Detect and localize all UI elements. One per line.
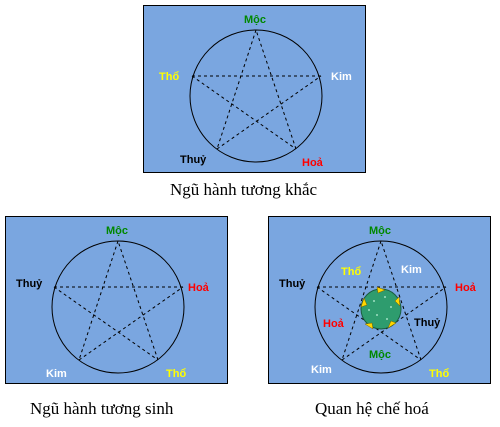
inner-label-tho: Thổ [341,266,361,278]
cycle-circle [189,29,323,163]
label-kim: Kim [331,71,352,83]
label-moc: Mộc [106,225,128,237]
label-hoa: Hoả [302,157,324,169]
star-line [341,240,382,361]
label-hoa: Hoả [188,282,210,294]
label-thuy: Thuỷ [279,278,306,290]
star-line [117,240,159,361]
inner-label-hoa: Hoả [323,318,345,330]
cycle-circle [51,240,185,374]
label-thuy: Thuỷ [16,278,43,290]
inner-label-kim: Kim [401,264,422,276]
star-line [191,75,297,150]
diagram-tuong-sinh: Mộc Hoả Thổ Kim Thuỷ [16,225,210,380]
label-kim: Kim [46,368,67,380]
star-line [255,29,297,150]
diagram-tuong-khac: Mộc Kim Hoả Thuỷ Thổ [159,14,352,169]
panel-che-hoa: Mộc Hoả Thổ Kim Thuỷ Thổ Kim Hoả Thuỷ Mộ… [268,216,491,384]
cycle-arrows [360,286,401,330]
label-moc: Mộc [369,225,391,237]
label-tho: Thổ [429,368,449,380]
panel-tuong-khac: Mộc Kim Hoả Thuỷ Thổ [143,5,366,173]
label-tho: Thổ [166,368,186,380]
caption-che-hoa: Quan hệ chế hoá [315,399,429,418]
star-line [216,75,322,150]
label-hoa: Hoả [455,282,477,294]
star-line [216,29,257,150]
label-moc: Mộc [244,14,266,26]
caption-tuong-sinh: Ngũ hành tương sinh [30,399,174,418]
label-tho: Thổ [159,71,179,83]
inner-label-thuy: Thuỷ [414,317,441,329]
label-thuy: Thuỷ [180,154,207,166]
star-line [78,240,119,361]
label-kim: Kim [311,364,332,376]
center-dots [368,296,392,320]
star-line [53,286,159,361]
caption-tuong-khac: Ngũ hành tương khắc [170,180,318,199]
panel-tuong-sinh: Mộc Hoả Thổ Kim Thuỷ [5,216,228,384]
inner-label-moc: Mộc [369,349,391,361]
star-line [78,286,184,361]
diagram-che-hoa: Mộc Hoả Thổ Kim Thuỷ Thổ Kim Hoả Thuỷ Mộ… [279,225,477,380]
star-line [380,240,422,361]
